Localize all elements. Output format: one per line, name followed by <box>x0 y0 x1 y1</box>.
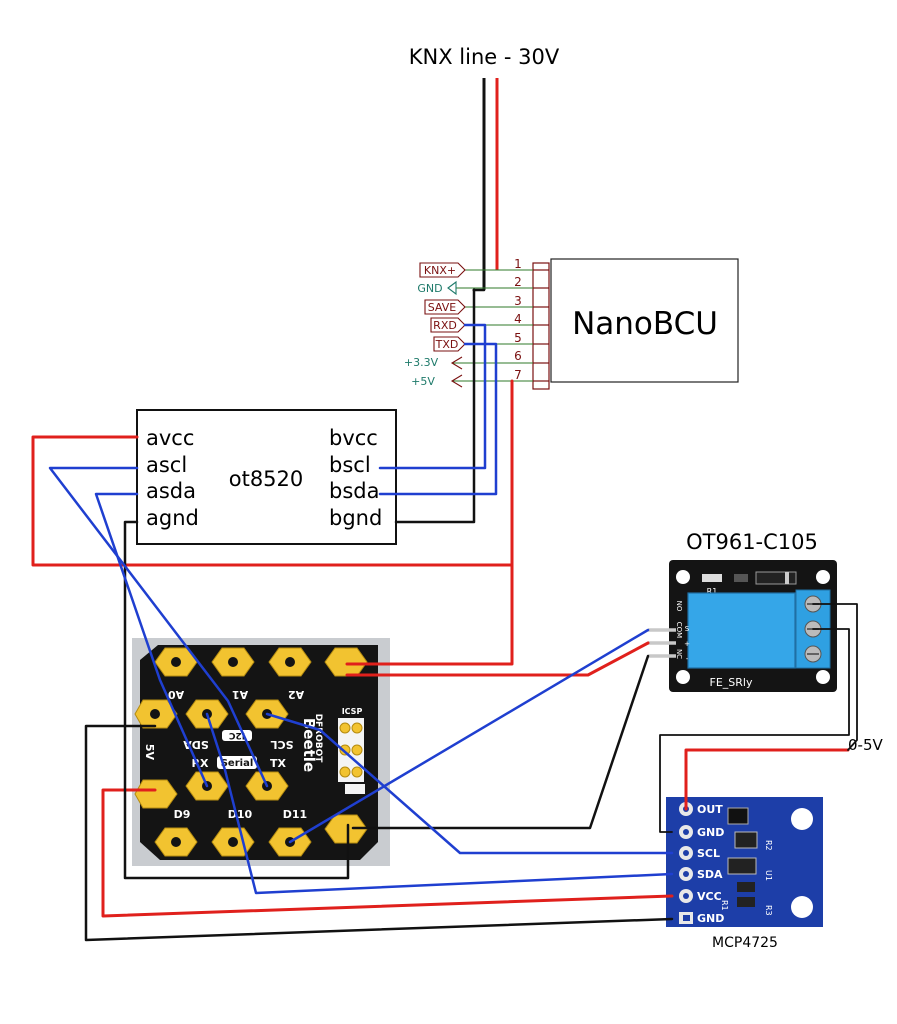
dac-pin-label: VCC <box>697 890 722 903</box>
nanobcu-label: SAVE <box>428 301 457 314</box>
beetle-label: I2C <box>228 730 245 740</box>
dac-chip <box>734 831 758 849</box>
beetle-label: SCL <box>270 738 293 751</box>
ot8520-pin-label: asda <box>146 479 196 503</box>
beetle-pad <box>134 779 178 809</box>
relay-silk: FE_SRly <box>710 676 753 689</box>
nanobcu-label: GND <box>417 282 442 295</box>
dac-pin-label: GND <box>697 912 724 925</box>
ot8520-pin-label: ascl <box>146 453 187 477</box>
rxd-tag <box>430 317 466 333</box>
relay-side-label: NC <box>675 649 683 659</box>
beetle-label: D11 <box>283 808 307 821</box>
dac-pin-label: SDA <box>697 868 723 881</box>
dac-pin-label: OUT <box>697 803 723 816</box>
dac-pin-label: GND <box>697 826 724 839</box>
relay-side-label: COM <box>675 622 683 638</box>
dac-name: MCP4725 <box>712 935 778 951</box>
ot8520-pin-label: bvcc <box>329 426 378 450</box>
ot8520-module: ot8520 avcc ascl asda agnd bvcc bscl bsd… <box>136 409 397 545</box>
relay-header-label: - <box>686 655 689 663</box>
dac-silk: U1 <box>764 870 773 881</box>
pin-number: 6 <box>514 349 522 363</box>
relay-module: OT961-C105 R1 FE_SRly NO COM NC S + - <box>648 530 837 692</box>
resistor-r1 <box>702 574 722 582</box>
beetle-label: 5V <box>143 744 156 761</box>
ot8520-pin-label: bsda <box>329 479 379 503</box>
pin-number: 5 <box>514 331 522 345</box>
beetle-pad <box>324 814 368 844</box>
nanobcu-label: +3.3V <box>404 356 439 369</box>
beetle-label: A0 <box>168 688 185 701</box>
nanobcu-label: RXD <box>433 319 457 332</box>
nanobcu-label: +5V <box>411 375 435 388</box>
diode <box>755 571 797 585</box>
pin-number: 7 <box>514 368 522 382</box>
ot8520-pin-label: avcc <box>146 426 194 450</box>
pin-number: 4 <box>514 312 522 326</box>
relay-side-label: NO <box>675 601 683 612</box>
relay-r1-label: R1 <box>707 587 718 596</box>
knx-plus-tag <box>419 262 466 278</box>
dac-chip <box>727 857 757 875</box>
knx-line-label: KNX line - 30V <box>409 45 560 69</box>
mcp4725-module: OUT GND SCL SDA VCC GND R2 R3 U1 R1 MCP4… <box>666 797 823 951</box>
relay-header-label: + <box>684 640 690 648</box>
gnd-symbol-icon <box>447 280 457 296</box>
serial-badge <box>217 756 257 769</box>
pin-number: 2 <box>514 275 522 289</box>
dac-pin-label: SCL <box>697 847 720 860</box>
pin-number: 1 <box>514 257 522 271</box>
ot8520-pin-label: agnd <box>146 506 199 530</box>
beetle-name: Beetle <box>300 718 318 772</box>
beetle-pcb <box>140 645 378 860</box>
junctions <box>472 288 476 292</box>
beetle-label: ICSP <box>342 707 363 716</box>
nanobcu-name: NanoBCU <box>572 306 718 342</box>
beetle-label: TX <box>270 757 287 770</box>
ot8520-pin-label: bgnd <box>329 506 382 530</box>
nanobcu-label: KNX+ <box>424 264 456 277</box>
ot8520-name: ot8520 <box>229 467 304 491</box>
nanobcu-header <box>532 262 550 390</box>
ot8520-box <box>136 409 397 545</box>
knx-cable <box>482 78 499 290</box>
beetle-label: D10 <box>228 808 253 821</box>
pin-number: 3 <box>514 294 522 308</box>
nanobcu-label: TXD <box>435 338 459 351</box>
wires <box>31 288 858 942</box>
relay-title: OT961-C105 <box>686 530 818 554</box>
relay-header-label: S <box>685 625 690 633</box>
beetle-board: A0 A1 A2 SDA SCL I2C RX TX Serial 5V D9 … <box>132 638 390 866</box>
ot8520-pin-label: bscl <box>329 453 371 477</box>
dac-silk: R3 <box>764 905 773 916</box>
dac-component <box>727 807 749 825</box>
beetle-label: A1 <box>232 688 248 701</box>
arrow-left-icon <box>450 374 463 388</box>
beetle-label: A2 <box>288 688 304 701</box>
beetle-label: Serial <box>221 758 254 769</box>
dac-silk: R1 <box>720 900 729 911</box>
relay-coil <box>687 592 796 669</box>
nanobcu-box <box>550 258 739 383</box>
save-tag <box>424 299 466 315</box>
txd-tag <box>433 336 466 352</box>
beetle-brand: DFROBOT <box>313 714 323 764</box>
nanobcu-module: NanoBCU 1 2 3 4 5 6 7 <box>404 257 739 390</box>
arrow-left-icon <box>450 356 463 370</box>
beetle-label: D9 <box>174 808 191 821</box>
dac-silk: R2 <box>764 840 773 851</box>
